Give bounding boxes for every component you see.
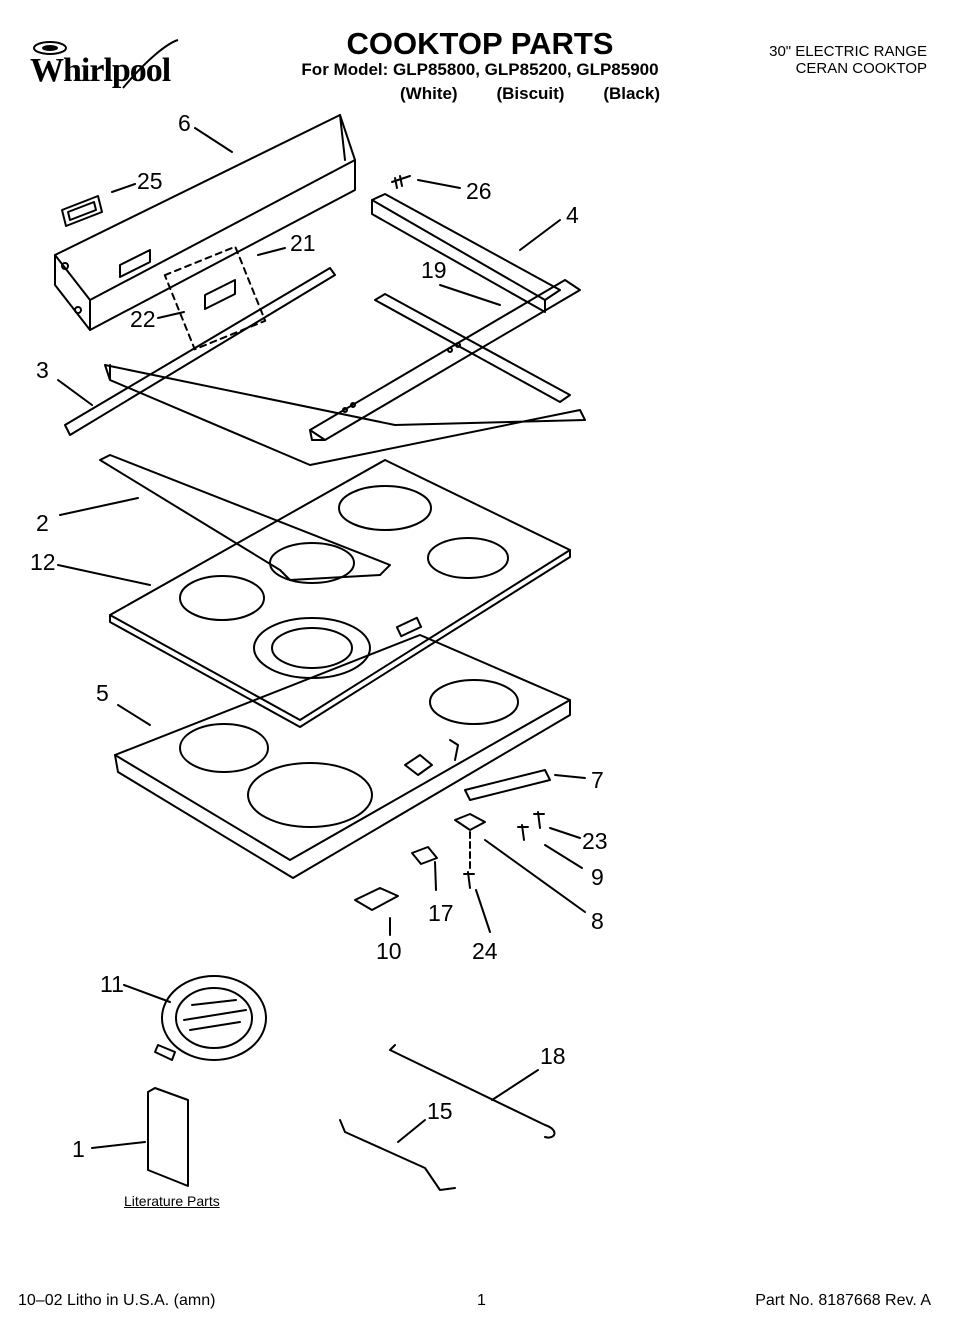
callout-3: 3 [36,357,49,383]
part-8-clip [454,813,486,831]
part-9-screw [517,824,529,841]
color-variants: (White) (Biscuit) (Black) [400,84,660,104]
footer-print-info: 10–02 Litho in U.S.A. (amn) [18,1292,216,1309]
range-description: 30" ELECTRIC RANGE CERAN COOKTOP [769,43,927,77]
model-list: For Model: GLP85800, GLP85200, GLP85900 [301,60,659,79]
callout-17: 17 [428,900,454,926]
callout-19: 19 [421,257,447,283]
brand-logo-text: Whirlpool [30,52,171,89]
callout-25: 25 [137,168,163,194]
part-17-clip [411,846,438,865]
whirlpool-logo [33,39,179,89]
variant-biscuit: (Biscuit) [496,84,565,103]
callout-26: 26 [466,178,492,204]
part-18-rod [389,1044,556,1139]
part-15-rod [339,1119,456,1191]
callout-2: 2 [36,510,49,536]
variant-black: (Black) [603,84,660,103]
cooktop-type: CERAN COOKTOP [795,60,927,77]
part-number: Part No. 8187668 Rev. A [755,1292,931,1309]
callout-6: 6 [178,110,191,136]
main-frame [104,364,586,466]
callout-1: 1 [72,1136,85,1162]
callout-7: 7 [591,767,604,793]
part-6-control-panel [54,114,356,331]
part-5-burner-box [114,634,571,861]
part-25-badge [61,195,103,227]
literature-parts-caption: Literature Parts [124,1193,220,1209]
callout-8: 8 [591,908,604,934]
part-23-screw [533,811,545,829]
part-7-bracket [464,769,551,801]
part-21-area [163,245,267,351]
callout-9: 9 [591,864,604,890]
part-4-rail [371,193,561,301]
part-24-screw [463,871,475,889]
part-11-element [161,975,267,1061]
page-number: 1 [477,1292,486,1309]
callout-12: 12 [30,549,56,575]
variant-white: (White) [400,84,458,103]
part-3-strip [64,267,336,436]
callout-18: 18 [540,1043,566,1069]
part-1-literature [147,1087,189,1187]
part-3-strip-rear [374,293,571,403]
callout-5: 5 [96,680,109,706]
part-2-gasket [99,454,391,581]
callout-21: 21 [290,230,316,256]
callout-11: 11 [100,971,124,997]
part-12-glass [109,459,571,721]
part-10-terminal [354,887,399,911]
page-title: COOKTOP PARTS [346,26,614,61]
callout-15: 15 [427,1098,453,1124]
part-19-rail [309,279,581,441]
callout-24: 24 [472,938,498,964]
callout-4: 4 [566,202,579,228]
part-26-screw [391,175,411,189]
leader-lines [57,127,586,1149]
callout-23: 23 [582,828,608,854]
callout-10: 10 [376,938,402,964]
callout-22: 22 [130,306,156,332]
range-type: 30" ELECTRIC RANGE [769,43,927,60]
